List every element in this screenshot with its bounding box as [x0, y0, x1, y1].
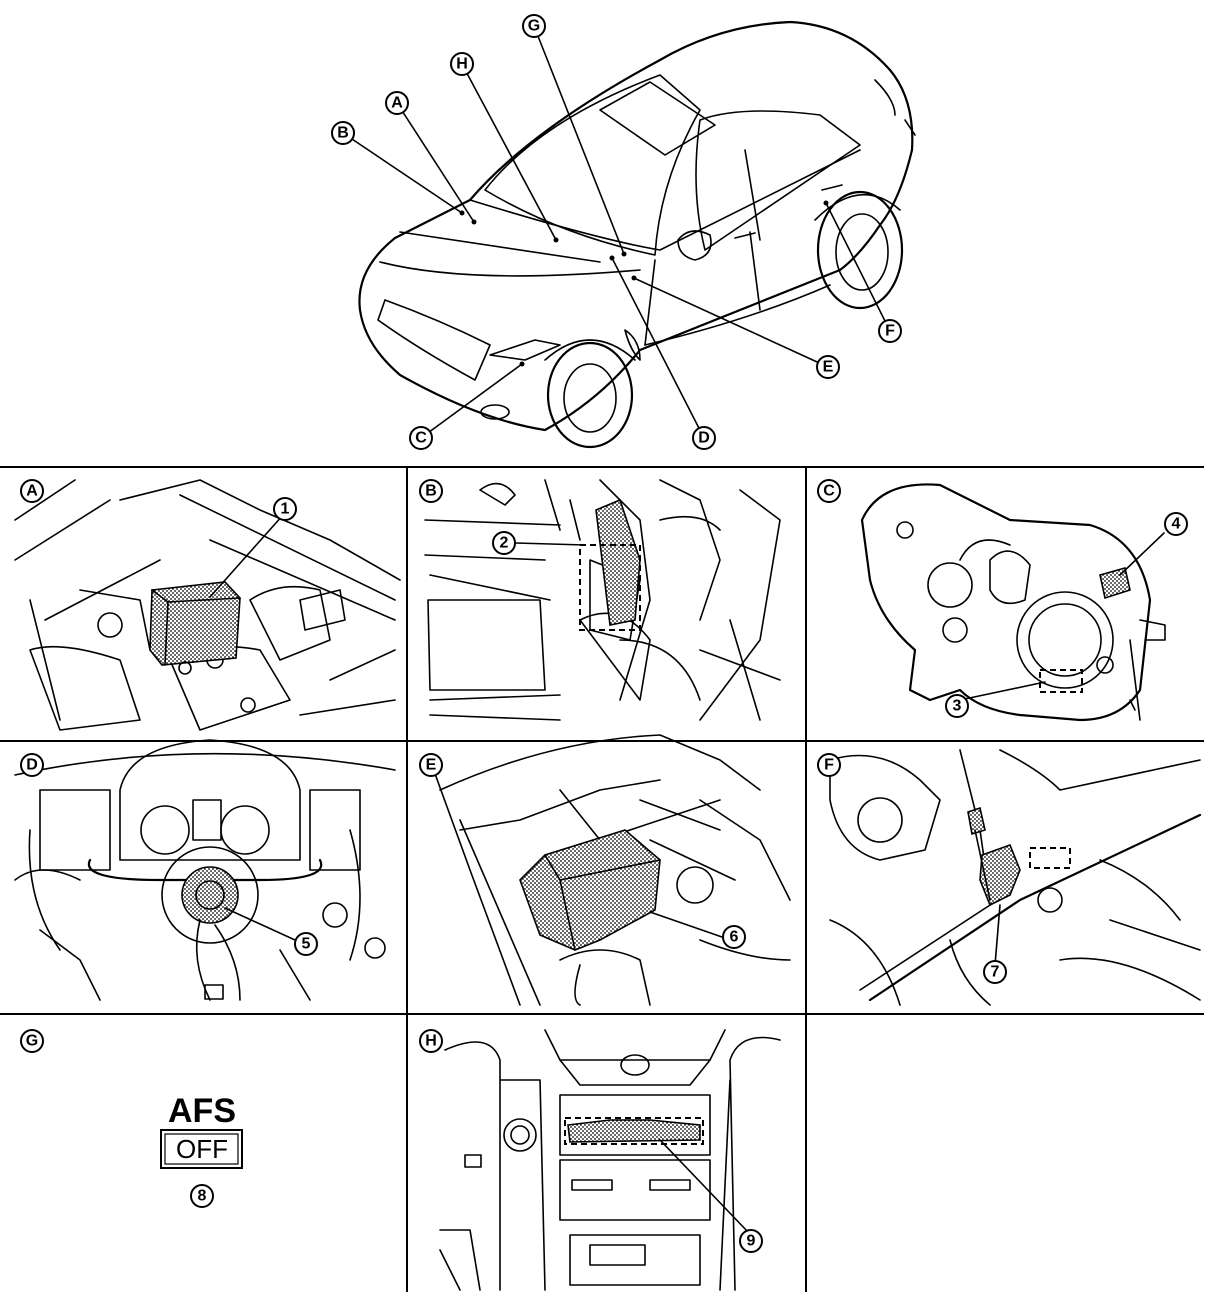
- panel-g-letter: G: [20, 1029, 44, 1053]
- svg-text:F: F: [824, 757, 834, 774]
- panel-e-drawing: [429, 734, 791, 1006]
- panel-e-letter: E: [419, 753, 443, 777]
- overview-label-f: F: [878, 319, 902, 343]
- panel-b-drawing: [424, 479, 781, 721]
- svg-text:9: 9: [747, 1233, 756, 1250]
- panel-c-letter: C: [817, 479, 841, 503]
- panel-h: H 9: [419, 1029, 781, 1291]
- panel-d-drawing: [14, 739, 396, 1001]
- panel-d: D 5: [14, 739, 396, 1001]
- vehicle-overview: B A H G C D E F: [331, 14, 916, 450]
- panel-b: B 2: [419, 479, 781, 721]
- panel-a: A 1: [14, 479, 401, 731]
- svg-text:1: 1: [281, 501, 290, 518]
- panel-c-part-number-3: 3: [945, 694, 969, 718]
- overview-label-e: E: [816, 355, 840, 379]
- svg-text:A: A: [391, 95, 403, 112]
- svg-text:C: C: [823, 483, 835, 500]
- svg-text:F: F: [885, 323, 895, 340]
- panel-d-letter: D: [20, 753, 44, 777]
- overview-label-d: D: [692, 426, 716, 450]
- svg-text:7: 7: [991, 964, 1000, 981]
- overview-label-a: A: [385, 91, 409, 115]
- svg-text:5: 5: [302, 936, 311, 953]
- overview-label-h: H: [450, 52, 474, 76]
- svg-text:3: 3: [953, 698, 962, 715]
- svg-text:H: H: [456, 56, 468, 73]
- overview-label-c: C: [409, 426, 433, 450]
- panel-h-part-number: 9: [739, 1229, 763, 1253]
- afs-switch-title: AFS: [168, 1092, 236, 1130]
- svg-text:G: G: [26, 1033, 38, 1050]
- panel-g: G AFS OFF 8: [20, 1029, 243, 1208]
- panel-a-part-number: 1: [273, 497, 297, 521]
- panel-f-drawing: [829, 749, 1202, 1006]
- panel-a-drawing: [14, 479, 401, 731]
- panel-e-part-number: 6: [722, 925, 746, 949]
- leader-lines: [342, 25, 891, 439]
- svg-text:6: 6: [730, 929, 739, 946]
- panel-f-letter: F: [817, 753, 841, 777]
- svg-text:A: A: [26, 483, 38, 500]
- svg-text:D: D: [698, 430, 710, 447]
- panel-c-drawing: [860, 483, 1166, 722]
- svg-text:D: D: [26, 757, 38, 774]
- overview-label-b: B: [331, 121, 355, 145]
- svg-text:C: C: [415, 430, 427, 447]
- panel-a-letter: A: [20, 479, 44, 503]
- panel-c: C 3 4: [817, 479, 1188, 722]
- panel-c-part-number-4: 4: [1164, 512, 1188, 536]
- svg-text:H: H: [425, 1033, 437, 1050]
- afs-off-switch: AFS OFF: [160, 1092, 243, 1169]
- svg-text:4: 4: [1172, 516, 1181, 533]
- panel-d-part-number: 5: [294, 932, 318, 956]
- panel-b-letter: B: [419, 479, 443, 503]
- vehicle-outline: [358, 20, 916, 449]
- svg-text:G: G: [528, 18, 540, 35]
- panel-e: E 6: [419, 734, 791, 1006]
- svg-text:B: B: [337, 125, 349, 142]
- panel-h-drawing: [439, 1029, 781, 1291]
- svg-text:E: E: [426, 757, 437, 774]
- svg-text:E: E: [823, 359, 834, 376]
- svg-text:8: 8: [198, 1188, 207, 1205]
- overview-label-g: G: [522, 14, 546, 38]
- panel-g-part-number: 8: [190, 1184, 214, 1208]
- panel-b-part-number: 2: [492, 531, 516, 555]
- svg-text:B: B: [425, 483, 437, 500]
- panel-f-part-number: 7: [983, 960, 1007, 984]
- afs-switch-state: OFF: [176, 1134, 228, 1164]
- panel-f: F 7: [817, 749, 1202, 1006]
- svg-text:2: 2: [500, 535, 509, 552]
- panel-h-letter: H: [419, 1029, 443, 1053]
